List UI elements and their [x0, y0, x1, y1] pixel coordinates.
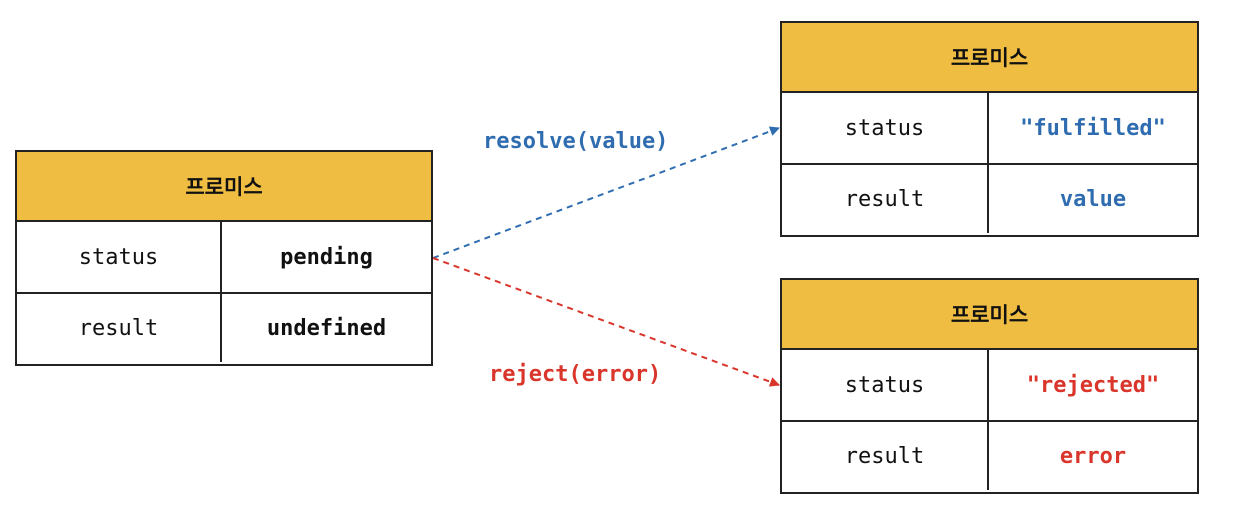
- result-row: result error: [782, 420, 1197, 490]
- status-row: status pending: [17, 222, 431, 292]
- status-row: status "rejected": [782, 350, 1197, 420]
- resolve-arrow: [432, 126, 780, 259]
- promise-title: 프로미스: [17, 152, 431, 222]
- status-value: pending: [280, 244, 373, 270]
- result-value: error: [1059, 443, 1127, 469]
- status-key: status: [782, 350, 989, 420]
- status-value: "rejected": [1026, 372, 1160, 398]
- result-key: result: [782, 422, 989, 490]
- rejected-promise-box: 프로미스 status "rejected" result error: [780, 278, 1199, 494]
- status-key: status: [782, 93, 989, 163]
- promise-title: 프로미스: [782, 23, 1197, 93]
- result-row: result undefined: [17, 292, 431, 362]
- result-key: result: [17, 294, 222, 362]
- pending-promise-box: 프로미스 status pending result undefined: [15, 150, 433, 366]
- result-key: result: [782, 165, 989, 233]
- fulfilled-promise-box: 프로미스 status "fulfilled" result value: [780, 21, 1199, 237]
- status-key: status: [17, 222, 222, 292]
- result-value: undefined: [266, 315, 387, 341]
- status-row: status "fulfilled": [782, 93, 1197, 163]
- resolve-label: resolve(value): [483, 129, 669, 154]
- status-value: "fulfilled": [1020, 115, 1166, 141]
- reject-label: reject(error): [489, 362, 662, 387]
- promise-title: 프로미스: [782, 280, 1197, 350]
- result-value: value: [1059, 186, 1127, 212]
- result-row: result value: [782, 163, 1197, 233]
